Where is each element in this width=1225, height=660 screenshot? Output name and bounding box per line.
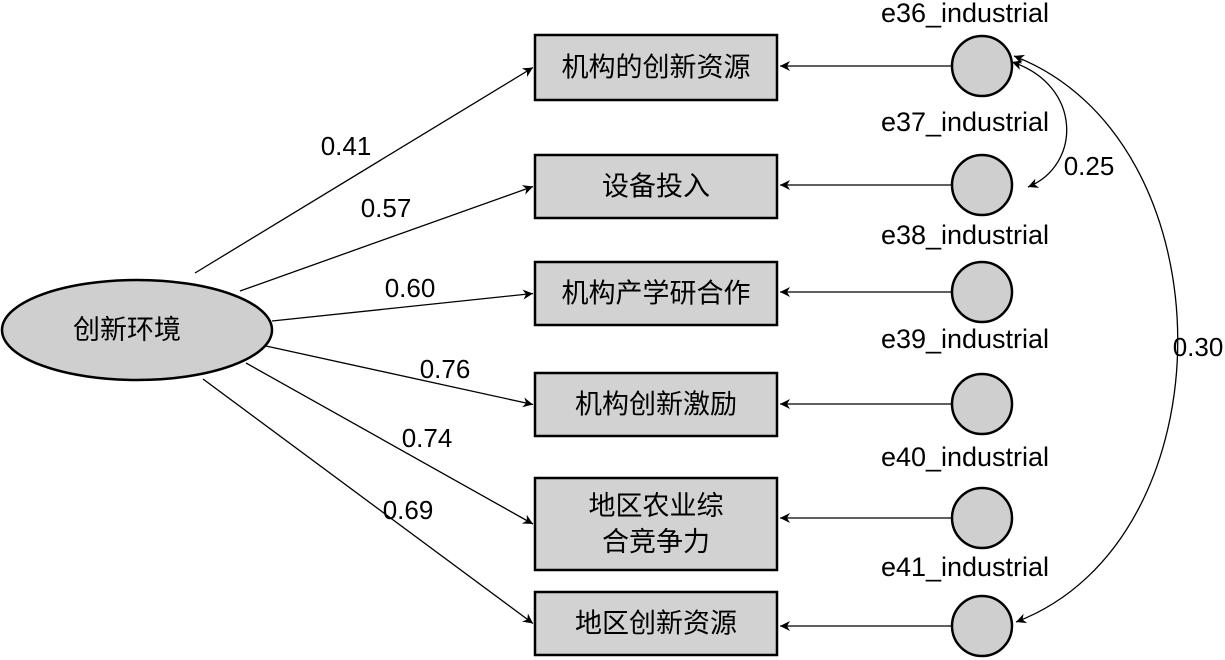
error-term-1: e36_industrial <box>881 0 1049 98</box>
indicator-label: 机构产学研合作 <box>562 279 751 310</box>
loading-path-4 <box>265 345 534 408</box>
edges-layer <box>194 54 1179 631</box>
loading-value: 0.41 <box>321 131 372 161</box>
loading-path-1 <box>194 66 534 274</box>
error-circle <box>950 372 1014 436</box>
error-terms: e36_industrial e37_industrial e38_industri… <box>881 0 1049 658</box>
error-label: e40_industrial <box>881 442 1049 472</box>
error-label: e41_industrial <box>881 552 1049 582</box>
error-label: e37_industrial <box>881 107 1049 137</box>
indicator-1: 机构的创新资源 <box>533 33 779 102</box>
indicator-label: 地区创新资源 <box>575 609 737 640</box>
indicator-box <box>533 371 779 438</box>
latent-ellipse <box>0 278 274 382</box>
indicator-box <box>533 476 779 572</box>
error-label: e39_industrial <box>881 324 1049 354</box>
loading-path-3 <box>271 289 534 322</box>
error-term-6: e41_industrial <box>881 552 1049 658</box>
error-circle <box>950 34 1014 98</box>
loading-value: 0.74 <box>402 423 453 453</box>
covariance-value: 0.30 <box>1173 332 1224 362</box>
latent-factor: 创新环境 <box>0 278 274 382</box>
indicator-label: 机构创新激励 <box>575 390 737 421</box>
loading-value: 0.60 <box>385 273 436 303</box>
loading-value: 0.57 <box>361 193 412 223</box>
loading-path-5 <box>245 362 534 525</box>
loading-value: 0.69 <box>383 495 434 525</box>
error-circle <box>950 594 1014 658</box>
indicator-6: 地区创新资源 <box>533 590 779 657</box>
error-term-2: e37_industrial <box>881 107 1049 217</box>
error-label: e36_industrial <box>881 0 1049 28</box>
indicator-label: 机构的创新资源 <box>562 53 751 84</box>
error-circle <box>950 260 1014 324</box>
labels-layer: 0.41 0.57 0.60 0.76 0.74 0.69 0.25 0.30 <box>321 131 1224 525</box>
loading-path-6 <box>202 378 534 625</box>
loading-path-2 <box>239 185 534 292</box>
error-term-3: e38_industrial <box>881 220 1049 324</box>
indicator-4: 机构创新激励 <box>533 371 779 438</box>
indicator-2: 设备投入 <box>533 153 779 220</box>
covariance-arc-e36-e41 <box>1013 54 1179 624</box>
covariance-value: 0.25 <box>1064 151 1115 181</box>
error-term-5: e40_industrial <box>881 442 1049 550</box>
indicator-label: 合竞争力 <box>602 527 710 558</box>
covariance-arc-e36-e37 <box>1011 60 1068 188</box>
indicator-box <box>533 153 779 220</box>
indicator-label: 地区农业综 <box>589 491 724 522</box>
indicator-box <box>533 590 779 657</box>
indicator-label: 设备投入 <box>602 172 710 203</box>
error-circle <box>950 486 1014 550</box>
loading-value: 0.76 <box>420 354 471 384</box>
error-circle <box>950 153 1014 217</box>
indicator-box <box>533 260 779 327</box>
latent-label: 创新环境 <box>73 315 181 346</box>
error-label: e38_industrial <box>881 220 1049 250</box>
indicator-box <box>533 33 779 102</box>
indicator-3: 机构产学研合作 <box>533 260 779 327</box>
error-term-4: e39_industrial <box>881 324 1049 436</box>
